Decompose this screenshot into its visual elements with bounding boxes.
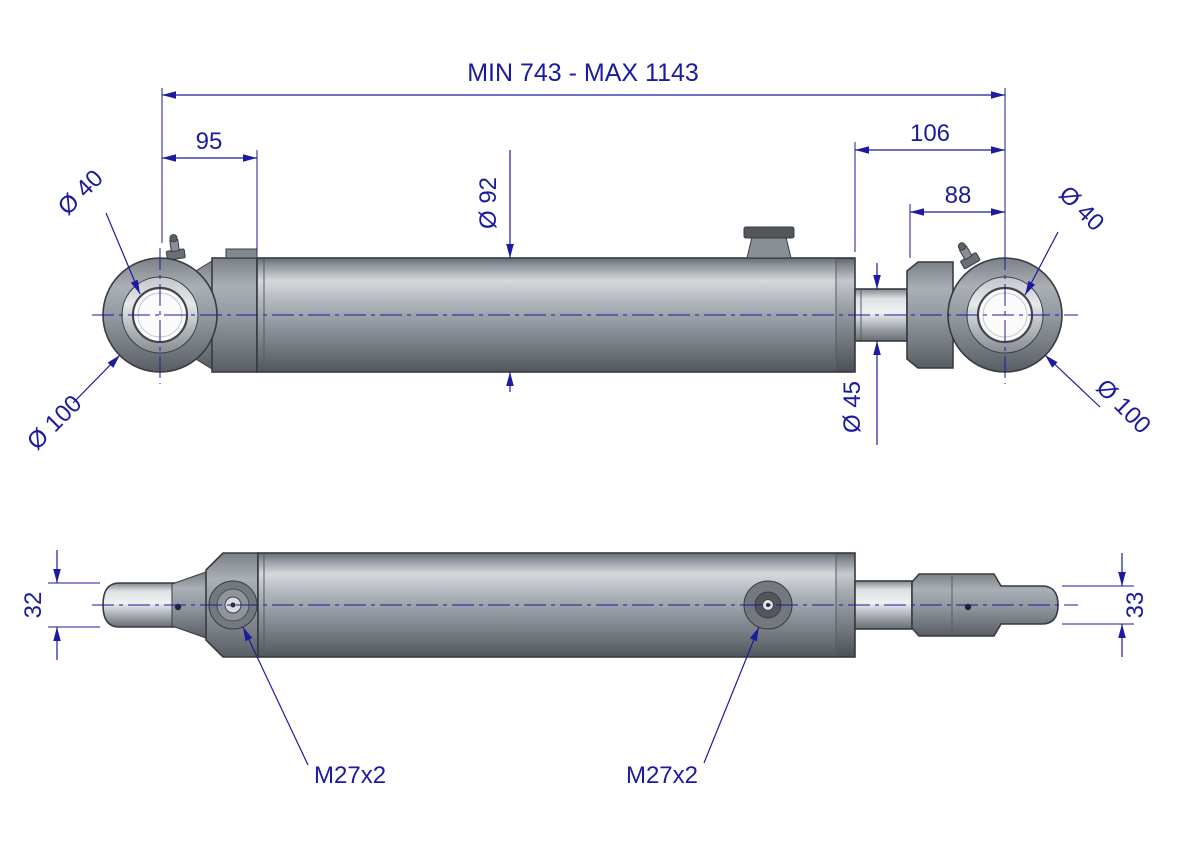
dim-33-label: 33 bbox=[1122, 592, 1149, 619]
thread-right-label: M27x2 bbox=[626, 762, 698, 789]
dim-arrow bbox=[53, 627, 61, 641]
dimensions: MIN 743 - MAX 1143 95 106 88 Ø 92 Ø 45 Ø… bbox=[20, 59, 1156, 789]
thread-left-label: M27x2 bbox=[314, 762, 386, 789]
dim-arrow bbox=[1118, 624, 1126, 638]
dim-arrow bbox=[991, 91, 1005, 99]
dim-40-left-label: Ø 40 bbox=[53, 165, 109, 221]
side-view bbox=[92, 226, 1078, 384]
dim-overall-label: MIN 743 - MAX 1143 bbox=[467, 59, 699, 87]
barrel-head-shade bbox=[836, 258, 855, 372]
dim-45-label: Ø 45 bbox=[839, 381, 866, 433]
dim-arrow bbox=[873, 275, 881, 289]
dim-106-label: 106 bbox=[910, 120, 950, 147]
dim-100-right-label: Ø 100 bbox=[1091, 374, 1156, 439]
leader-40-left bbox=[105, 212, 141, 295]
dim-arrow bbox=[1118, 572, 1126, 586]
dim-arrow bbox=[506, 372, 514, 386]
grease-nipple-left bbox=[165, 234, 186, 261]
dim-arrow bbox=[873, 341, 881, 355]
dim-arrow bbox=[991, 146, 1005, 154]
grease-nipple-left-tip bbox=[169, 234, 178, 243]
grease-nipple-right-tip bbox=[957, 242, 967, 251]
dim-100-left-label: Ø 100 bbox=[22, 390, 87, 455]
dim-arrow bbox=[162, 91, 176, 99]
dim-arrow bbox=[162, 154, 176, 162]
port-left-center-dot bbox=[230, 602, 236, 608]
dim-95-label: 95 bbox=[196, 128, 223, 155]
dim-88-label: 88 bbox=[945, 182, 972, 209]
dim-arrow bbox=[243, 154, 257, 162]
plan-view bbox=[92, 552, 1078, 658]
dim-92-label: Ø 92 bbox=[475, 177, 502, 229]
grease-nipple-right bbox=[957, 242, 981, 270]
dim-40-right-label: Ø 40 bbox=[1053, 181, 1109, 237]
port-boss bbox=[746, 236, 792, 259]
dim-32-label: 32 bbox=[20, 592, 47, 619]
leader-m27-right bbox=[703, 626, 760, 764]
dim-arrow bbox=[506, 244, 514, 258]
plan-head-shade bbox=[836, 553, 855, 657]
port-boss-cap bbox=[743, 226, 795, 239]
dim-arrow bbox=[53, 569, 61, 583]
dim-arrow bbox=[991, 208, 1005, 216]
dim-arrow bbox=[910, 208, 924, 216]
dim-arrow bbox=[855, 146, 869, 154]
left-cap-lip bbox=[225, 248, 258, 259]
leader-m27-left bbox=[242, 626, 309, 766]
